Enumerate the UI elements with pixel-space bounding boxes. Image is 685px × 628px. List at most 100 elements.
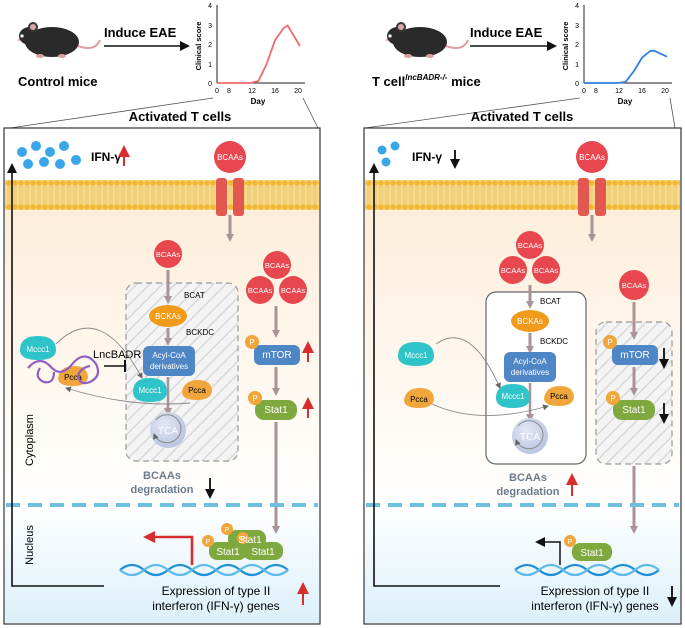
right-mouse-label-sup: lncBADR-/- xyxy=(405,73,448,82)
y-tick-label: 4 xyxy=(208,3,212,10)
pcca-label: Pcca xyxy=(410,395,428,404)
acyl-coa-box xyxy=(504,352,556,382)
tca-label: TCA xyxy=(520,432,540,443)
x-tick-label: 8 xyxy=(227,88,231,95)
mouse-icon xyxy=(17,22,101,58)
bcaa-label: BCAAs xyxy=(534,266,558,275)
mccc1-blob xyxy=(133,378,167,402)
x-tick-label: 16 xyxy=(271,88,279,95)
bcat-label: BCAT xyxy=(540,297,561,306)
stat1-label: Stat1 xyxy=(264,405,288,416)
mccc1-blob xyxy=(496,384,530,408)
right-score-line xyxy=(584,49,668,84)
bcaa-label: BCAAs xyxy=(501,266,525,275)
ifn-gamma-dots xyxy=(377,141,400,167)
mtor-label: mTOR xyxy=(620,350,649,361)
right-panel: Activated T cells IFN-γ BCAAs BCAAs BCAA… xyxy=(363,109,682,625)
left-x-axis-label: Day xyxy=(251,97,266,106)
mccc1-label: Mccc1 xyxy=(501,392,525,401)
nucleus-label: Nucleus xyxy=(24,525,36,565)
left-panel: Activated T cells IFN-γ BCAAs BCAAs BCAT… xyxy=(3,109,321,625)
phospho-label: P xyxy=(225,527,230,534)
mtor-box xyxy=(254,345,300,365)
bcaa-circle xyxy=(154,240,182,268)
cell-membrane xyxy=(365,180,680,210)
pcca-blob xyxy=(404,388,434,408)
right-score-chart: 0 1 2 3 4 0 8 12 16 20 Day Clinical scor… xyxy=(561,3,672,106)
bcaa-circle xyxy=(619,270,649,300)
right-y-axis-label: Clinical score xyxy=(561,22,570,71)
lncbadr-rna xyxy=(27,355,100,385)
y-tick-label: 0 xyxy=(208,81,212,88)
bckdc-label: BCKDC xyxy=(540,337,568,346)
left-ifn-label: IFN-γ xyxy=(91,150,121,164)
phospho-label: P xyxy=(252,394,257,403)
degradation-label: BCAAs xyxy=(509,472,547,484)
mccc1-label: Mccc1 xyxy=(404,351,428,360)
mouse-icon xyxy=(385,22,469,58)
mccc1-blob xyxy=(398,342,434,366)
y-tick-label: 2 xyxy=(208,42,212,49)
ifn-gamma-dots xyxy=(17,141,81,169)
left-x-ticks: 0 8 12 16 20 xyxy=(215,88,302,95)
x-tick-label: 20 xyxy=(294,88,302,95)
acyl-coa-label-2: derivatives xyxy=(150,362,188,371)
y-tick-label: 3 xyxy=(208,23,212,30)
bcaa-label: BCAAs xyxy=(622,281,646,290)
dna-helix xyxy=(514,563,660,577)
y-tick-label: 0 xyxy=(575,81,579,88)
x-tick-label: 0 xyxy=(215,88,219,95)
bcaa-label: BCAAs xyxy=(265,261,289,270)
right-mouse-label: T celllncBADR-/- mice xyxy=(372,73,481,89)
bcaa-label: BCAAs xyxy=(579,153,605,162)
bcaa-circle xyxy=(214,141,246,173)
bcka-ellipse xyxy=(149,305,187,327)
right-mouse-label-main: T cell xyxy=(372,74,405,89)
bcka-label: BCKAs xyxy=(155,312,181,321)
acyl-coa-label: Acyl-CoA xyxy=(513,357,547,366)
x-tick-label: 0 xyxy=(582,88,586,95)
cell-membrane xyxy=(5,180,319,210)
right-y-ticks: 0 1 2 3 4 xyxy=(575,3,579,88)
left-score-chart: 0 1 2 3 4 0 8 12 16 20 Day Clinical scor… xyxy=(194,3,305,106)
bcaa-cluster xyxy=(246,251,307,304)
acyl-coa-label-2: derivatives xyxy=(511,368,549,377)
phospho-label: P xyxy=(610,394,615,403)
pcca-label: Pcca xyxy=(188,386,206,395)
acyl-coa-box xyxy=(143,346,195,376)
tca-label: TCA xyxy=(158,426,178,437)
mtor-box xyxy=(612,345,658,365)
degradation-label-2: degradation xyxy=(131,484,194,496)
bcaa-label: BCAAs xyxy=(281,286,305,295)
stat1-label: Stat1 xyxy=(622,405,646,416)
x-tick-label: 20 xyxy=(661,88,669,95)
acyl-coa-label: Acyl-CoA xyxy=(152,351,186,360)
lncbadr-label: LncBADR xyxy=(93,349,141,361)
y-tick-label: 1 xyxy=(208,62,212,69)
bcaa-circle xyxy=(576,141,608,173)
transcription-arrow xyxy=(143,531,194,565)
left-panel-title: Activated T cells xyxy=(129,109,232,124)
phospho-label: P xyxy=(241,536,246,543)
stat1-complex xyxy=(202,523,283,560)
stat1-label: Stat1 xyxy=(216,547,240,558)
left-y-axis-label: Clinical score xyxy=(194,22,203,71)
y-tick-label: 4 xyxy=(575,3,579,10)
phospho-label: P xyxy=(249,338,254,347)
x-tick-label: 12 xyxy=(248,88,256,95)
phospho-label: P xyxy=(568,539,573,546)
x-tick-label: 8 xyxy=(594,88,598,95)
pcca-label: Pcca xyxy=(64,373,82,382)
expression-label: Expression of type II xyxy=(541,584,650,598)
phospho-label: P xyxy=(206,539,211,546)
transcription-arrow xyxy=(535,537,561,565)
stat1-label: Stat1 xyxy=(251,547,275,558)
bcaa-cluster xyxy=(499,231,560,284)
pcca-blob xyxy=(544,386,574,406)
y-tick-label: 3 xyxy=(575,23,579,30)
stat1-box xyxy=(613,400,655,420)
pcca-blob xyxy=(182,380,212,400)
stat1-box xyxy=(255,400,297,420)
right-x-ticks: 0 8 12 16 20 xyxy=(582,88,669,95)
